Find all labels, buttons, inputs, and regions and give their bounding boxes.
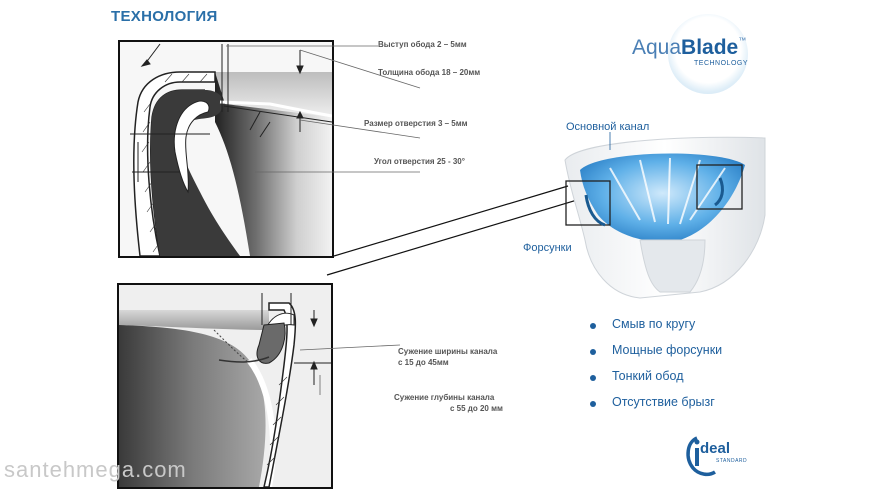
feature-item: Мощные форсунки: [590, 343, 722, 369]
feature-item: Тонкий обод: [590, 369, 722, 395]
annotation-width-narrowing-2: с 15 до 45мм: [398, 358, 449, 367]
aquablade-logo-circle: [668, 14, 748, 94]
page-title: ТЕХНОЛОГИЯ: [111, 8, 218, 25]
feature-label: Смыв по кругу: [612, 317, 696, 331]
annotation-rim-thickness: Толщина обода 18 – 20мм: [378, 68, 481, 77]
feature-item: Отсутствие брызг: [590, 395, 722, 421]
annotation-width-narrowing-1: Сужение ширины канала: [398, 347, 498, 356]
feature-item: Смыв по кругу: [590, 317, 722, 343]
bullet-icon: [590, 401, 596, 407]
channel-highlight-box: [696, 164, 743, 210]
ideal-standard-logo-icon: [686, 436, 716, 477]
watermark: santehmega.com: [4, 457, 187, 482]
bullet-icon: [590, 323, 596, 329]
feature-label: Мощные форсунки: [612, 343, 723, 357]
blade-word: Blade: [681, 36, 739, 59]
trademark: ™: [738, 36, 747, 45]
feature-list: Смыв по кругу Мощные форсунки Тонкий обо…: [590, 317, 722, 421]
annotation-rim-protrusion: Выступ обода 2 – 5мм: [378, 40, 467, 49]
annotation-depth-narrowing-1: Сужение глубины канала: [394, 393, 495, 402]
aquablade-technology: TECHNOLOGY: [694, 60, 749, 67]
annotation-depth-narrowing-2: с 55 до 20 мм: [450, 404, 503, 413]
aqua-word: Aqua: [632, 36, 682, 59]
rim-cross-section-panel: [118, 40, 334, 258]
ideal-standard-brand: deal: [700, 440, 731, 457]
bullet-icon: [590, 349, 596, 355]
callout-main-channel: Основной канал: [566, 121, 650, 133]
feature-label: Отсутствие брызг: [612, 395, 715, 409]
bullet-icon: [590, 375, 596, 381]
annotation-hole-angle: Угол отверстия 25 - 30°: [374, 157, 465, 166]
feature-label: Тонкий обод: [612, 369, 684, 383]
callout-nozzles: Форсунки: [523, 242, 572, 254]
channel-cross-section-drawing: [119, 285, 331, 487]
annotation-hole-size: Размер отверстия 3 – 5мм: [364, 119, 468, 128]
ideal-standard-sub: STANDARD: [716, 458, 748, 464]
aquablade-logo: AquaBlade™: [632, 36, 746, 60]
nozzle-highlight-box: [565, 180, 611, 226]
rim-cross-section-drawing: [120, 42, 332, 256]
channel-cross-section-panel: [117, 283, 333, 489]
